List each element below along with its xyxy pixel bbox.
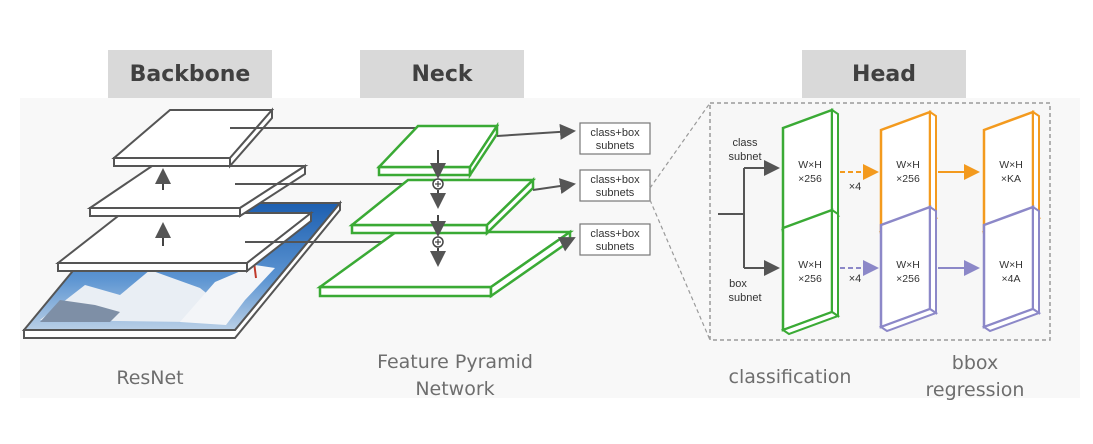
svg-text:class+box: class+box: [590, 174, 640, 186]
box-subnet-output-map: W×H ×4A: [981, 205, 1042, 333]
backbone-header: Backbone: [108, 50, 272, 98]
backbone-stage-3: [55, 210, 314, 274]
backbone-resnet: [21, 107, 343, 339]
classification-caption: classification: [728, 366, 852, 388]
fpn-caption-line2: Network: [415, 378, 495, 400]
svg-text:class: class: [732, 137, 758, 149]
svg-text:W×H: W×H: [896, 259, 920, 271]
fpn-output-arrows: [496, 123, 576, 252]
svg-text:W×H: W×H: [798, 259, 822, 271]
head-detail-panel: class subnet box subnet W×H ×256 W×H ×25…: [709, 102, 1051, 341]
svg-text:W×H: W×H: [896, 159, 920, 171]
svg-text:×4: ×4: [849, 273, 862, 285]
box-subnet-feature-map-1: W×H ×256: [780, 208, 841, 336]
svg-text:×KA: ×KA: [1001, 173, 1021, 185]
svg-text:subnets: subnets: [596, 241, 635, 253]
head-header: Head: [802, 50, 966, 98]
svg-text:subnet: subnet: [728, 151, 761, 163]
svg-text:×256: ×256: [798, 273, 822, 285]
neck-header: Neck: [360, 50, 524, 98]
svg-text:×4A: ×4A: [1002, 273, 1021, 285]
svg-text:subnet: subnet: [728, 292, 761, 304]
bbox-caption-line2: regression: [925, 379, 1025, 401]
bbox-caption-line1: bbox: [951, 352, 999, 374]
zoom-guide-lines: [649, 102, 711, 341]
svg-text:×256: ×256: [896, 273, 920, 285]
svg-text:×256: ×256: [798, 173, 822, 185]
neck-fpn: [316, 121, 574, 299]
svg-text:class+box: class+box: [590, 228, 640, 240]
svg-text:box: box: [729, 278, 747, 290]
svg-text:subnets: subnets: [596, 187, 635, 199]
resnet-caption: ResNet: [116, 367, 184, 389]
svg-text:W×H: W×H: [999, 259, 1023, 271]
svg-text:W×H: W×H: [999, 159, 1023, 171]
backbone-stage-2: [86, 164, 309, 218]
svg-text:class+box: class+box: [590, 127, 640, 139]
subnet-box-1: class+box subnets: [579, 122, 651, 155]
svg-text:W×H: W×H: [798, 159, 822, 171]
svg-text:subnets: subnets: [596, 140, 635, 152]
subnet-box-2: class+box subnets: [579, 169, 651, 202]
svg-text:×4: ×4: [849, 181, 862, 193]
fpn-level-1: [376, 121, 500, 180]
subnet-box-3: class+box subnets: [579, 223, 651, 256]
box-subnet-feature-map-2: W×H ×256: [878, 205, 939, 333]
fpn-caption-line1: Feature Pyramid: [377, 351, 533, 373]
backbone-stage-1: [111, 107, 275, 169]
svg-text:×256: ×256: [896, 173, 920, 185]
fpn-level-2: [348, 177, 537, 236]
